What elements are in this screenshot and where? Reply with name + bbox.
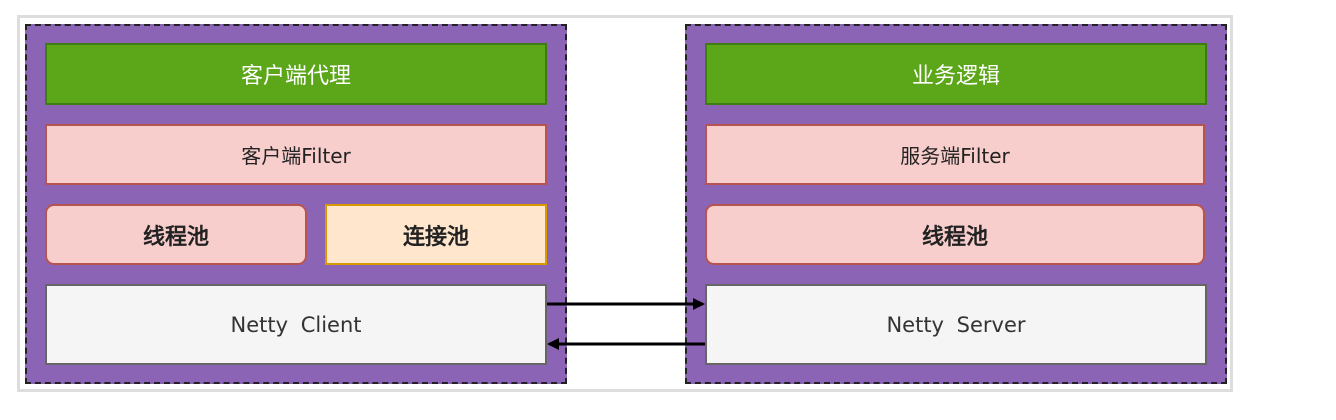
client-proxy-label: 客户端代理 — [240, 64, 351, 89]
client-thread-pool-label: 线程池 — [142, 224, 209, 250]
netty-server-box: Netty Server — [705, 284, 1207, 365]
client-thread-pool-box: 线程池 — [45, 204, 307, 265]
server-filter-box: 服务端Filter — [705, 124, 1205, 185]
client-filter-box: 客户端Filter — [45, 124, 547, 185]
client-proxy-box: 客户端代理 — [45, 43, 547, 105]
business-logic-label: 业务逻辑 — [911, 64, 1000, 89]
server-thread-pool-box: 线程池 — [705, 204, 1205, 265]
netty-client-label: Netty Client — [230, 312, 362, 337]
netty-client-box: Netty Client — [45, 284, 547, 365]
server-thread-pool-label: 线程池 — [921, 224, 988, 250]
netty-server-label: Netty Server — [886, 312, 1026, 337]
client-filter-label: 客户端Filter — [241, 144, 351, 168]
business-logic-box: 业务逻辑 — [705, 43, 1207, 105]
diagram-frame — [17, 15, 1233, 392]
connection-pool-label: 连接池 — [402, 224, 469, 250]
server-filter-label: 服务端Filter — [900, 144, 1010, 168]
connection-pool-box: 连接池 — [325, 204, 547, 265]
